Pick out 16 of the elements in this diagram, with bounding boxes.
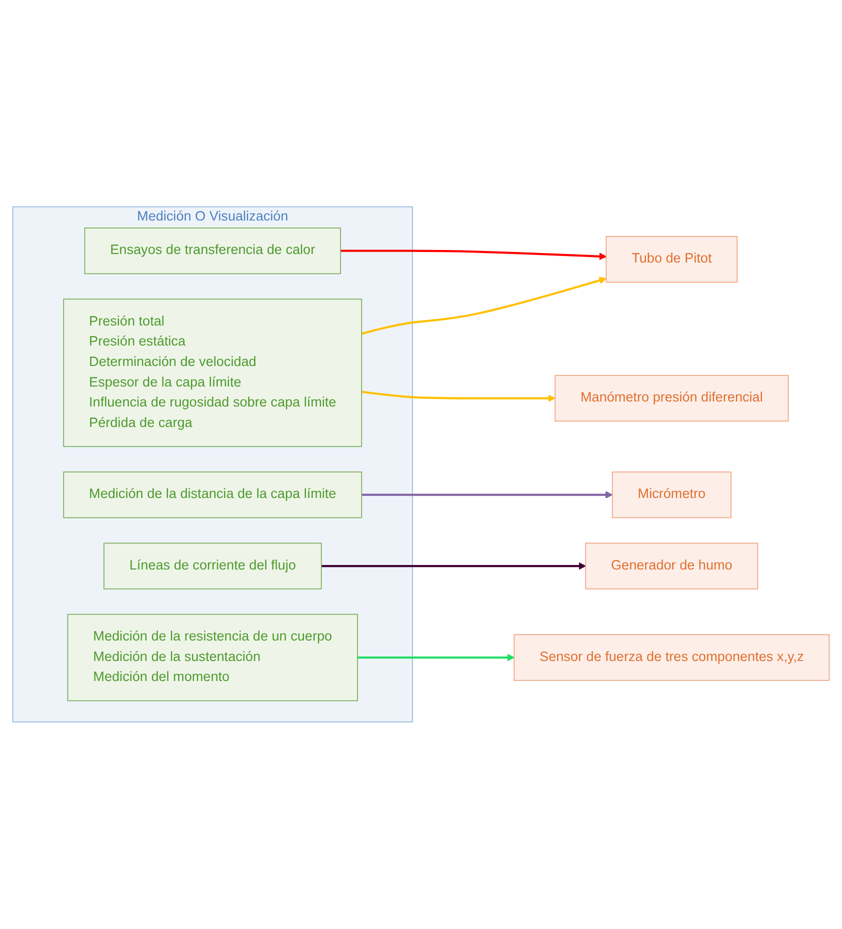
node-box: Manómetro presión diferencial <box>554 375 789 422</box>
node-box: Sensor de fuerza de tres componentes x,y,z <box>514 634 830 681</box>
node-box: Micrómetro <box>612 472 732 518</box>
arrow <box>362 491 613 499</box>
arrow <box>340 250 607 260</box>
arrow <box>321 562 586 570</box>
arrow <box>362 390 556 402</box>
node-box: Ensayos de transferencia de calor <box>84 228 341 274</box>
node-box: Presión total Presión estática Determinación de velocidad Espesor de la capa límite Influencia de rugosidad sobre capa límite Pérdida de carga <box>63 298 362 448</box>
node-box: Medición de la distancia de la capa límite <box>63 472 362 518</box>
node-box: Líneas de corriente del flujo <box>104 542 322 590</box>
arrow <box>358 654 514 662</box>
node-box: Medición de la resistencia de un cuerpo Medición de la sustentación Medición del momento <box>67 614 358 702</box>
arrow <box>361 276 607 335</box>
node-box: Tubo de Pitot <box>606 236 738 283</box>
node-box: Generador de humo <box>585 542 758 590</box>
